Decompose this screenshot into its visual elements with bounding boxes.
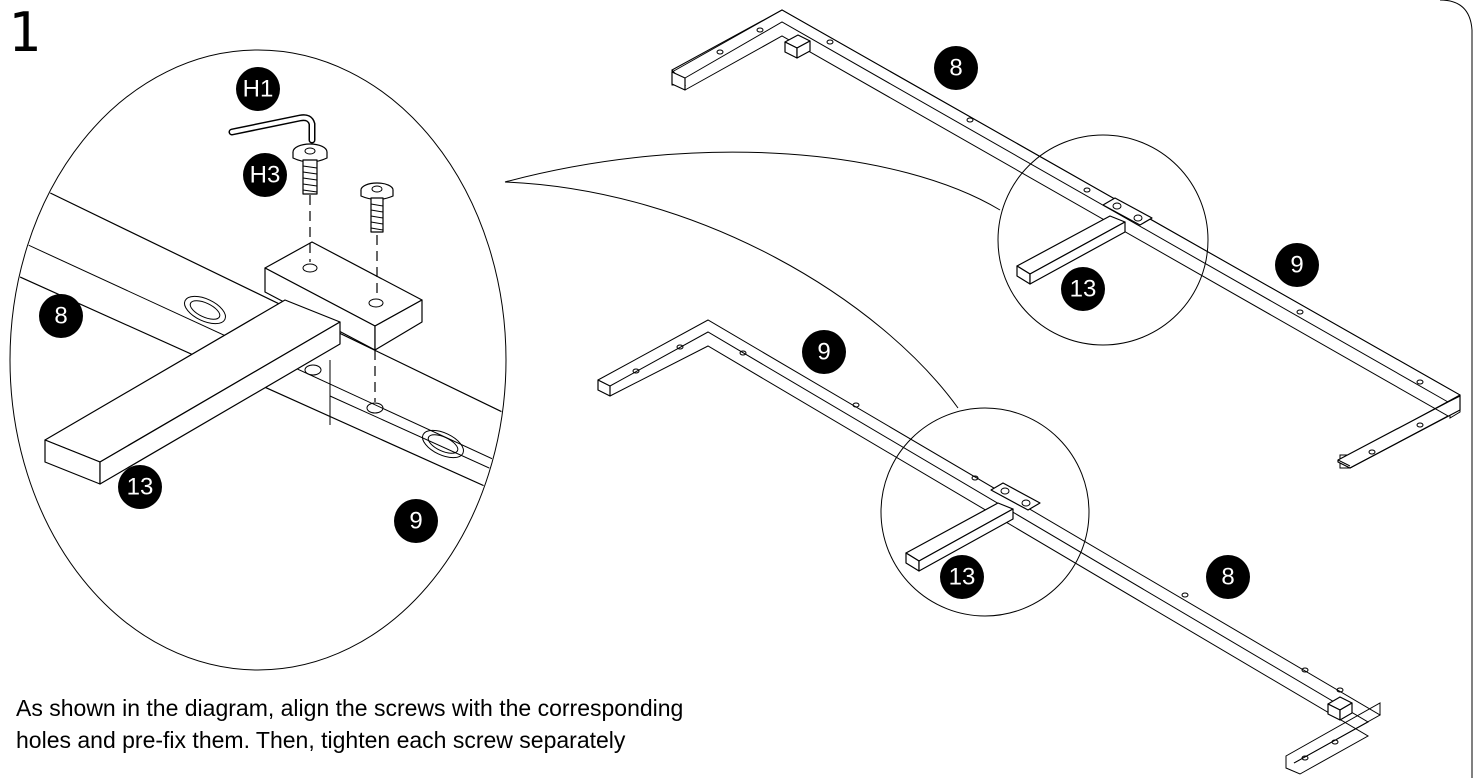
svg-text:9: 9 <box>817 339 830 366</box>
svg-text:8: 8 <box>54 303 67 330</box>
svg-text:9: 9 <box>409 508 422 535</box>
svg-text:8: 8 <box>1221 564 1234 591</box>
badge-8-detail: 8 <box>39 294 83 338</box>
svg-text:H3: H3 <box>250 162 281 189</box>
frame-border <box>1439 0 1473 778</box>
svg-text:8: 8 <box>949 55 962 82</box>
badge-13-detail: 13 <box>118 465 162 509</box>
svg-text:H1: H1 <box>243 76 274 103</box>
frame-assembly-lower <box>597 319 1382 775</box>
screw-h3 <box>292 143 328 195</box>
svg-text:13: 13 <box>1070 276 1097 303</box>
instruction-line-1: As shown in the diagram, align the screw… <box>16 695 684 721</box>
badge-h3: H3 <box>243 153 287 197</box>
badge-13-upper: 13 <box>1061 267 1105 311</box>
svg-text:13: 13 <box>949 564 976 591</box>
callout-line-upper <box>504 151 1001 211</box>
badge-9-upper: 9 <box>1275 243 1319 287</box>
instruction-text: As shown in the diagram, align the screw… <box>16 692 876 756</box>
badge-8-lower: 8 <box>1206 555 1250 599</box>
badge-9-detail: 9 <box>394 499 438 543</box>
badge-13-lower: 13 <box>940 555 984 599</box>
step-number: 1 <box>8 1 41 64</box>
badge-8-upper: 8 <box>934 46 978 90</box>
screw-second <box>360 182 394 233</box>
instruction-line-2: holes and pre-fix them. Then, tighten ea… <box>16 727 626 753</box>
callout-line-lower <box>504 181 959 409</box>
svg-text:9: 9 <box>1290 252 1303 279</box>
frame-assembly-upper <box>671 9 1462 469</box>
detail-view <box>11 114 505 521</box>
svg-text:13: 13 <box>127 474 154 501</box>
badge-h1: H1 <box>236 67 280 111</box>
badge-9-lower: 9 <box>802 330 846 374</box>
detail-callout <box>9 49 507 671</box>
